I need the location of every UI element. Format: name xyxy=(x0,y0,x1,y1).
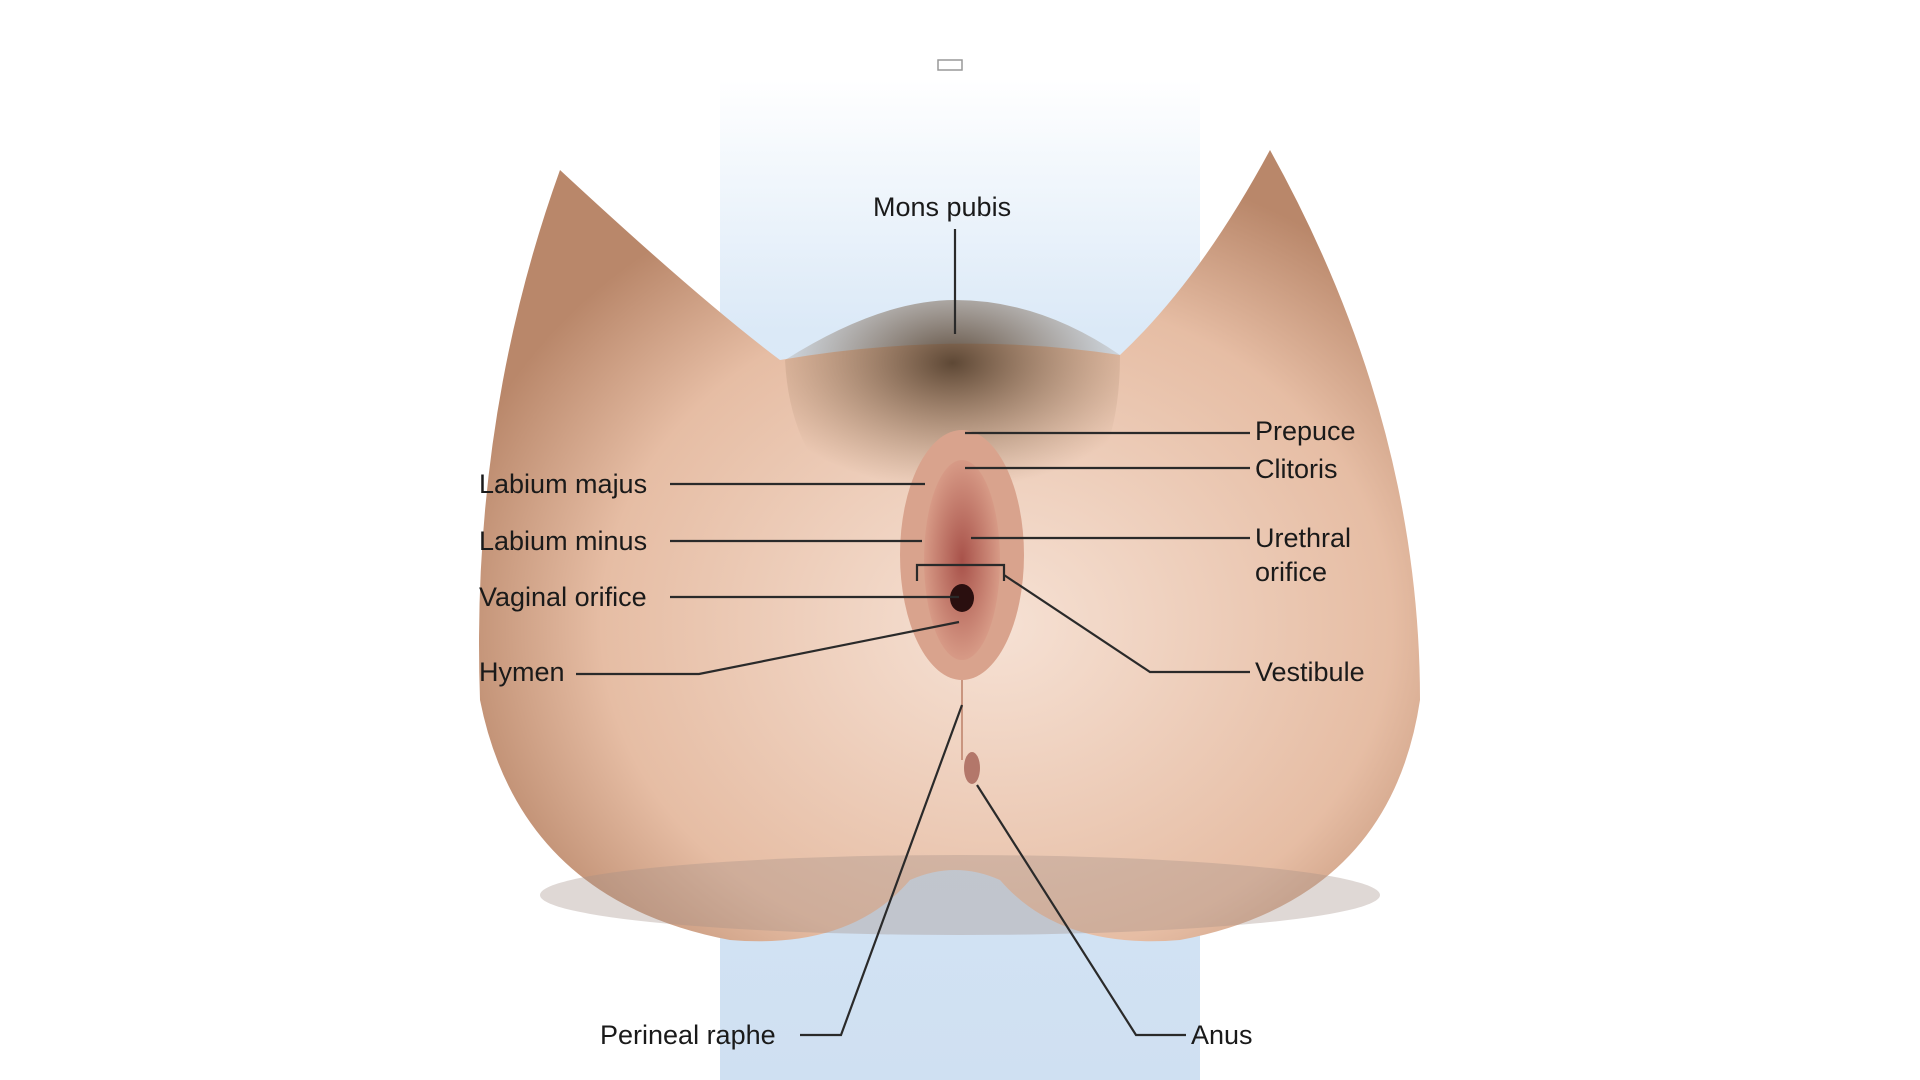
leader-perineal xyxy=(800,704,964,1037)
top-marker xyxy=(937,59,963,71)
label-clitoris: Clitoris xyxy=(1255,454,1338,484)
leader-anus xyxy=(976,784,1186,1037)
labia-minora xyxy=(924,460,1000,660)
vaginal-opening xyxy=(950,584,974,612)
label-perineal-raphe: Perineal raphe xyxy=(600,1020,776,1050)
label-anus: Anus xyxy=(1191,1020,1253,1050)
label-vaginal-orifice: Vaginal orifice xyxy=(479,582,647,612)
anus-shape xyxy=(964,752,980,784)
label-hymen: Hymen xyxy=(479,657,565,687)
pubic-hair xyxy=(785,300,1120,510)
vestibule-bracket xyxy=(915,563,1006,581)
label-vestibule: Vestibule xyxy=(1255,657,1365,687)
shadow xyxy=(540,855,1380,935)
leader-lines xyxy=(576,229,1250,1037)
label-urethral-orifice-1: Urethral xyxy=(1255,523,1352,553)
leader-hymen xyxy=(576,620,960,676)
label-mons-pubis: Mons pubis xyxy=(873,192,1012,222)
label-labium-minus: Labium minus xyxy=(479,526,648,556)
label-urethral-orifice-2: orifice xyxy=(1255,557,1328,587)
leader-vestibule xyxy=(1003,574,1250,674)
label-labium-majus: Labium majus xyxy=(479,469,648,499)
label-prepuce: Prepuce xyxy=(1255,416,1356,446)
